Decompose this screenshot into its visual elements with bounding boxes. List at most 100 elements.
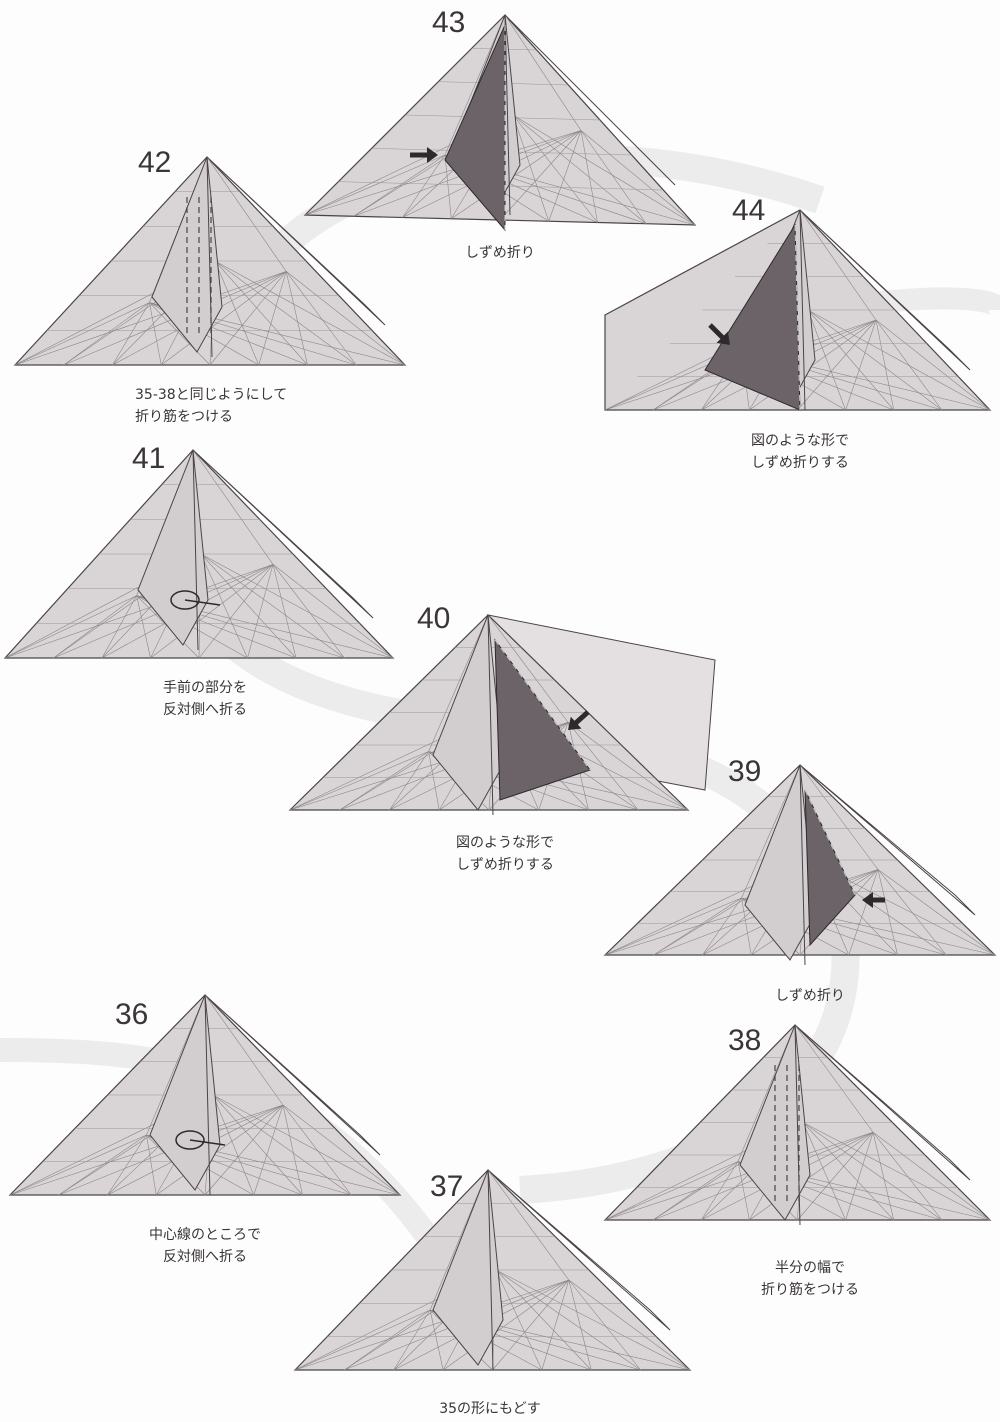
crease-line: [204, 1104, 284, 1196]
crease-line: [802, 1122, 943, 1221]
crease-line: [512, 114, 647, 224]
crease-line: [149, 302, 162, 366]
spine-flap: [432, 1169, 504, 1366]
crease-line: [807, 309, 894, 411]
crease-line: [146, 1134, 157, 1196]
crease-line: [393, 1309, 431, 1371]
crease-line: [499, 130, 582, 221]
crease-line: [604, 897, 742, 956]
crease-line: [9, 1134, 147, 1196]
crease-line: [444, 154, 452, 219]
crease-line: [548, 130, 582, 222]
back-flap: [192, 449, 374, 619]
back-flap: [504, 14, 676, 186]
crease-line: [797, 319, 877, 411]
push-arrow-icon: [568, 716, 582, 730]
crease-line: [845, 1132, 874, 1221]
crease-line: [344, 1309, 431, 1371]
crease-line: [272, 564, 394, 659]
step-39-diagram: [603, 764, 997, 966]
crease-line: [444, 14, 506, 156]
crease-line: [442, 1279, 569, 1371]
crease-line: [487, 614, 569, 723]
crease-line: [802, 1122, 894, 1221]
crease-line: [4, 595, 137, 659]
crease-line: [107, 1134, 147, 1196]
crease-line: [429, 1309, 444, 1371]
crease-line: [495, 1269, 592, 1371]
crease-line: [353, 154, 446, 217]
step-42-diagram: [13, 156, 407, 366]
center-line: [487, 614, 494, 816]
step-caption-38: 半分の幅で折り筋をつける: [761, 1260, 859, 1298]
crease-line: [802, 1122, 991, 1221]
step-caption-39: しずめ折り: [775, 988, 845, 1004]
crease-line: [272, 564, 345, 659]
step-number-37: 37: [430, 1170, 464, 1203]
crease-line: [428, 751, 440, 811]
crease-line: [294, 1279, 569, 1371]
crease-line: [492, 1279, 570, 1371]
crease-line: [149, 302, 211, 366]
crease-line: [568, 1279, 641, 1371]
crease-line: [799, 764, 879, 870]
crease-line: [198, 564, 274, 659]
crease-line: [214, 260, 357, 366]
crease-line: [875, 319, 943, 411]
step-44-diagram: [604, 209, 992, 411]
crease-line: [512, 114, 550, 222]
step-37-diagram: [293, 1169, 692, 1371]
fold-over-arrow-icon: [170, 590, 200, 610]
crease-line: [63, 302, 150, 366]
crease-line: [4, 564, 274, 659]
crease-line: [702, 897, 742, 956]
crease-line: [200, 553, 297, 659]
crease-line: [192, 449, 274, 565]
crease-line: [737, 1024, 796, 1162]
step-caption-36: 中心線のところで反対側へ折る: [149, 1227, 261, 1265]
crease-line: [487, 1169, 570, 1281]
crease-line: [209, 271, 287, 366]
crease-line: [146, 994, 206, 1136]
crease-line: [285, 271, 357, 366]
center-line: [799, 209, 806, 411]
crease-line: [294, 1309, 431, 1371]
center-line: [487, 1169, 494, 1371]
push-arrow-icon: [572, 710, 590, 727]
crease-line: [848, 869, 879, 956]
crease-line: [653, 897, 742, 956]
crease-line: [14, 271, 287, 366]
step-38-diagram: [603, 1024, 992, 1226]
crease-line: [402, 154, 446, 218]
spine-flap: [137, 449, 209, 646]
crease-line: [304, 154, 446, 216]
crease-line: [872, 1132, 943, 1221]
crease-line: [807, 309, 846, 411]
crease-line: [799, 209, 877, 321]
back-flap: [487, 1169, 671, 1331]
crease-line: [875, 319, 991, 411]
crease-line: [567, 722, 689, 811]
step-40-diagram: [288, 614, 716, 816]
fold-over-arrow-icon: [189, 1139, 226, 1146]
crease-line: [156, 1104, 284, 1196]
crease-line: [872, 1132, 991, 1221]
step-caption-44: 図のような形でしずめ折りする: [751, 433, 849, 471]
crease-line: [604, 1161, 739, 1221]
crease-line: [161, 271, 287, 366]
crease-line: [101, 595, 137, 659]
crease-line: [200, 553, 345, 659]
crease-line: [797, 1132, 874, 1221]
center-line: [206, 156, 213, 358]
crease-line: [652, 1161, 739, 1221]
crease-line: [512, 114, 696, 226]
crease-line: [794, 1024, 874, 1133]
step-caption-40: 図のような形でしずめ折りする: [456, 835, 554, 873]
crease-line: [214, 260, 308, 366]
crease-line: [741, 764, 801, 899]
step-36-diagram: [8, 994, 402, 1196]
step-number-43: 43: [432, 6, 466, 39]
step-number-39: 39: [728, 755, 762, 788]
step-number-36: 36: [115, 998, 149, 1031]
